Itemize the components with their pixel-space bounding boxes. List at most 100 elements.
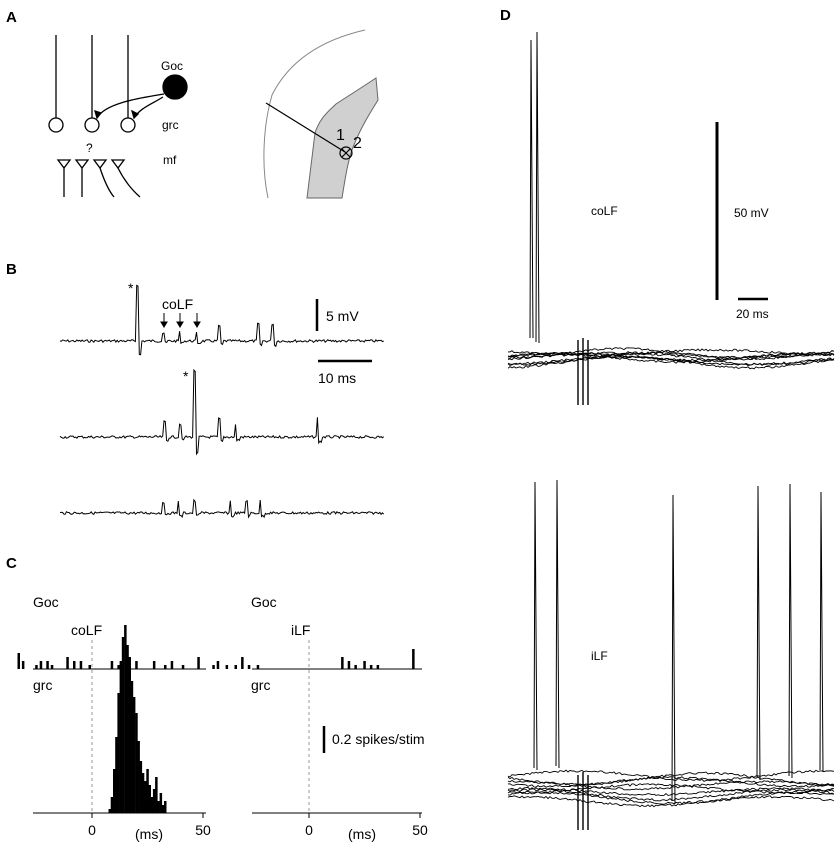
- grc-bar: [148, 785, 151, 813]
- goc-bar: [216, 661, 220, 669]
- sweep: [507, 779, 835, 791]
- intracellular-traces-ilf: [507, 479, 835, 830]
- grc-bar: [144, 781, 147, 813]
- grc-bar: [135, 713, 138, 813]
- histogram-left: 0 50 (ms): [17, 625, 211, 842]
- golgi-axon-1: [96, 93, 165, 119]
- sweep: [507, 351, 835, 360]
- panel-d-letter: D: [500, 7, 511, 24]
- goc-bar: [247, 665, 251, 669]
- mf-label: mf: [163, 153, 177, 167]
- colf-spikes: [529, 31, 540, 344]
- grc-bar: [152, 789, 156, 813]
- left-tick-50: 50: [195, 822, 211, 838]
- right-stim-label: iLF: [291, 622, 310, 638]
- grc-bar: [110, 797, 114, 813]
- left-grc-label: grc: [33, 677, 52, 693]
- golgi-axon-2: [133, 96, 164, 119]
- granule-cell-3: [120, 117, 136, 133]
- ilf-stim-artifacts: [577, 772, 589, 830]
- site-1-label: 1: [336, 127, 345, 144]
- right-tick-50: 50: [412, 822, 428, 838]
- goc-bar: [376, 665, 380, 669]
- goc-bar: [21, 661, 25, 669]
- grc-bar: [161, 805, 165, 813]
- scale-label-20ms: 20 ms: [736, 307, 769, 321]
- goc-bar: [256, 665, 260, 669]
- slice-outline: [263, 29, 366, 199]
- sweep: [507, 347, 835, 361]
- mossy-fiber-terminal-4: [110, 159, 126, 170]
- asterisk-1: *: [128, 280, 134, 296]
- goc-bar: [197, 657, 200, 669]
- scale-label-5mv: 5 mV: [326, 308, 359, 324]
- d-colf-label: coLF: [591, 204, 618, 218]
- left-goc-label: Goc: [33, 594, 59, 610]
- grc-bar: [121, 637, 125, 813]
- colf-sweeps: [507, 347, 835, 370]
- grc-bar: [157, 801, 160, 813]
- sweep: [507, 791, 835, 805]
- goc-bar: [128, 657, 131, 669]
- goc-bar: [35, 665, 38, 669]
- panel-a-letter: A: [6, 9, 17, 26]
- left-histogram-bars: [17, 625, 200, 813]
- goc-bar: [412, 649, 415, 669]
- grc-bar: [155, 777, 158, 813]
- left-tick-0: 0: [88, 822, 96, 838]
- grc-label: grc: [162, 118, 179, 132]
- grc-bar: [146, 769, 149, 813]
- sweep: [507, 771, 835, 786]
- question-mark: ?: [86, 141, 93, 155]
- mossy-fiber-terminal-1: [56, 159, 72, 170]
- right-xunit: (ms): [348, 826, 376, 842]
- goc-bar: [135, 661, 138, 669]
- axon-arrowhead-2: [130, 109, 140, 120]
- grc-bar: [139, 761, 143, 813]
- grc-bar: [137, 741, 140, 813]
- golgi-cell: [162, 74, 188, 100]
- stimulus-arrows: [160, 313, 201, 328]
- grc-bar: [113, 769, 116, 813]
- goc-bar: [225, 665, 229, 669]
- trace-1: [59, 284, 384, 356]
- stim-label-colf: coLF: [162, 296, 193, 312]
- goc-bar: [234, 665, 237, 669]
- circuit-diagram: [48, 35, 188, 133]
- panel-c-letter: C: [6, 555, 17, 572]
- goc-bar: [110, 661, 114, 669]
- goc-bar: [170, 661, 174, 669]
- grc-bar: [132, 697, 136, 813]
- goc-bar: [117, 665, 120, 669]
- trace-2: [59, 368, 385, 456]
- axon-arrowhead-1: [94, 109, 103, 120]
- colf-stim-artifacts: [577, 338, 589, 405]
- goc-bar: [369, 665, 373, 669]
- goc-bar: [181, 665, 185, 669]
- scale-label-spikes: 0.2 spikes/stim: [332, 731, 425, 747]
- grc-bar: [130, 681, 134, 813]
- right-tick-0: 0: [305, 822, 313, 838]
- grc-bar: [124, 625, 127, 813]
- sweep: [507, 776, 835, 788]
- sweep: [507, 795, 835, 808]
- panel-b-letter: B: [6, 261, 17, 278]
- trace-3: [59, 498, 385, 519]
- sweep: [507, 788, 835, 802]
- goc-bar: [79, 661, 83, 669]
- goc-bar: [66, 657, 69, 669]
- scale-label-50mv: 50 mV: [734, 206, 769, 220]
- right-grc-label: grc: [251, 677, 270, 693]
- grc-bar: [128, 669, 131, 813]
- grc-bar: [108, 809, 111, 813]
- grc-bar: [126, 645, 129, 813]
- goc-bar: [347, 661, 351, 669]
- grc-bar: [150, 797, 154, 813]
- goc-bar: [73, 661, 76, 669]
- granular-layer: [306, 77, 379, 199]
- ilf-spikes: [533, 479, 824, 805]
- sweep: [507, 352, 834, 364]
- extracellular-traces: [59, 284, 385, 519]
- right-goc-label: Goc: [251, 594, 277, 610]
